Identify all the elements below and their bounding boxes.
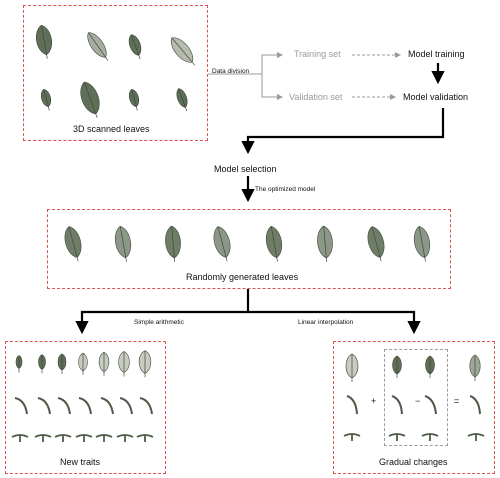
leaf-icon (40, 88, 52, 111)
leaf-front-view-icon (343, 433, 361, 441)
leaf-icon (469, 354, 481, 381)
leaf-side-view-icon (57, 397, 71, 415)
random-leaves-label: Randomly generated leaves (186, 272, 299, 282)
leaf-front-view-icon (34, 434, 52, 442)
leaf-side-view-icon (424, 395, 437, 415)
scanned-leaves-label: 3D scanned leaves (73, 124, 150, 134)
leaf-side-view-icon (346, 395, 358, 415)
leaf-icon (265, 225, 283, 262)
interpolation-inner-panel (384, 349, 448, 446)
leaf-icon (367, 226, 385, 262)
leaf-icon (176, 88, 188, 112)
leaf-side-view-icon (139, 397, 153, 415)
leaf-side-view-icon (78, 397, 92, 415)
equals-operator: = (454, 396, 460, 406)
minus-operator: − (415, 396, 421, 406)
leaf-icon (317, 225, 333, 262)
leaf-icon (114, 225, 132, 262)
new-traits-label: New traits (60, 457, 101, 467)
leaf-icon (425, 355, 435, 378)
leaf-side-view-icon (469, 395, 481, 415)
model-training-label: Model training (408, 49, 465, 59)
leaf-front-view-icon (95, 434, 113, 442)
leaf-front-view-icon (116, 434, 134, 442)
leaf-icon (165, 225, 181, 262)
leaf-icon (87, 32, 109, 61)
leaf-icon (15, 355, 23, 373)
data-division-bracket (208, 52, 401, 100)
scanned-leaves-panel (23, 5, 208, 141)
leaf-icon (413, 225, 431, 262)
leaf-front-view-icon (388, 433, 406, 441)
leaf-icon (170, 37, 196, 66)
new-traits-panel (5, 341, 166, 474)
training-set-label: Training set (294, 49, 341, 59)
leaf-icon (80, 81, 100, 118)
validation-set-label: Validation set (289, 92, 343, 102)
leaf-side-view-icon (119, 397, 133, 415)
leaf-icon (213, 226, 231, 262)
leaf-side-view-icon (100, 397, 114, 415)
leaf-front-view-icon (75, 434, 93, 442)
leaf-icon (392, 355, 402, 378)
leaf-icon (78, 352, 88, 375)
leaf-icon (35, 24, 53, 59)
simple-arithmetic-label: Simple arithmetic (134, 319, 184, 326)
leaf-icon (118, 351, 130, 377)
model-validation-label: Model validation (403, 92, 469, 102)
leaf-side-view-icon (37, 397, 51, 415)
optimized-model-label: The optimized model (255, 186, 316, 193)
leaf-icon (57, 353, 67, 375)
gradual-changes-label: Gradual changes (379, 457, 448, 467)
leaf-icon (64, 226, 82, 262)
leaf-icon (128, 88, 140, 111)
leaf-side-view-icon (391, 395, 403, 415)
leaf-front-view-icon (54, 434, 72, 442)
gradual-changes-panel (333, 341, 495, 474)
leaf-front-view-icon (136, 434, 154, 442)
leaf-icon (138, 350, 152, 378)
data-division-label: Data division (212, 68, 250, 75)
leaf-icon (128, 34, 142, 60)
leaf-icon (345, 353, 359, 382)
model-selection-label: Model selection (214, 164, 277, 174)
leaf-icon (98, 351, 110, 376)
linear-interpolation-label: Linear interpolation (298, 319, 354, 326)
plus-operator: + (371, 396, 377, 406)
main-flow-arrows (75, 63, 445, 335)
random-leaves-panel (47, 209, 451, 289)
leaf-front-view-icon (11, 434, 29, 442)
leaf-front-view-icon (421, 433, 439, 441)
leaf-icon (38, 354, 46, 374)
leaf-front-view-icon (467, 433, 485, 441)
leaf-side-view-icon (14, 397, 28, 415)
